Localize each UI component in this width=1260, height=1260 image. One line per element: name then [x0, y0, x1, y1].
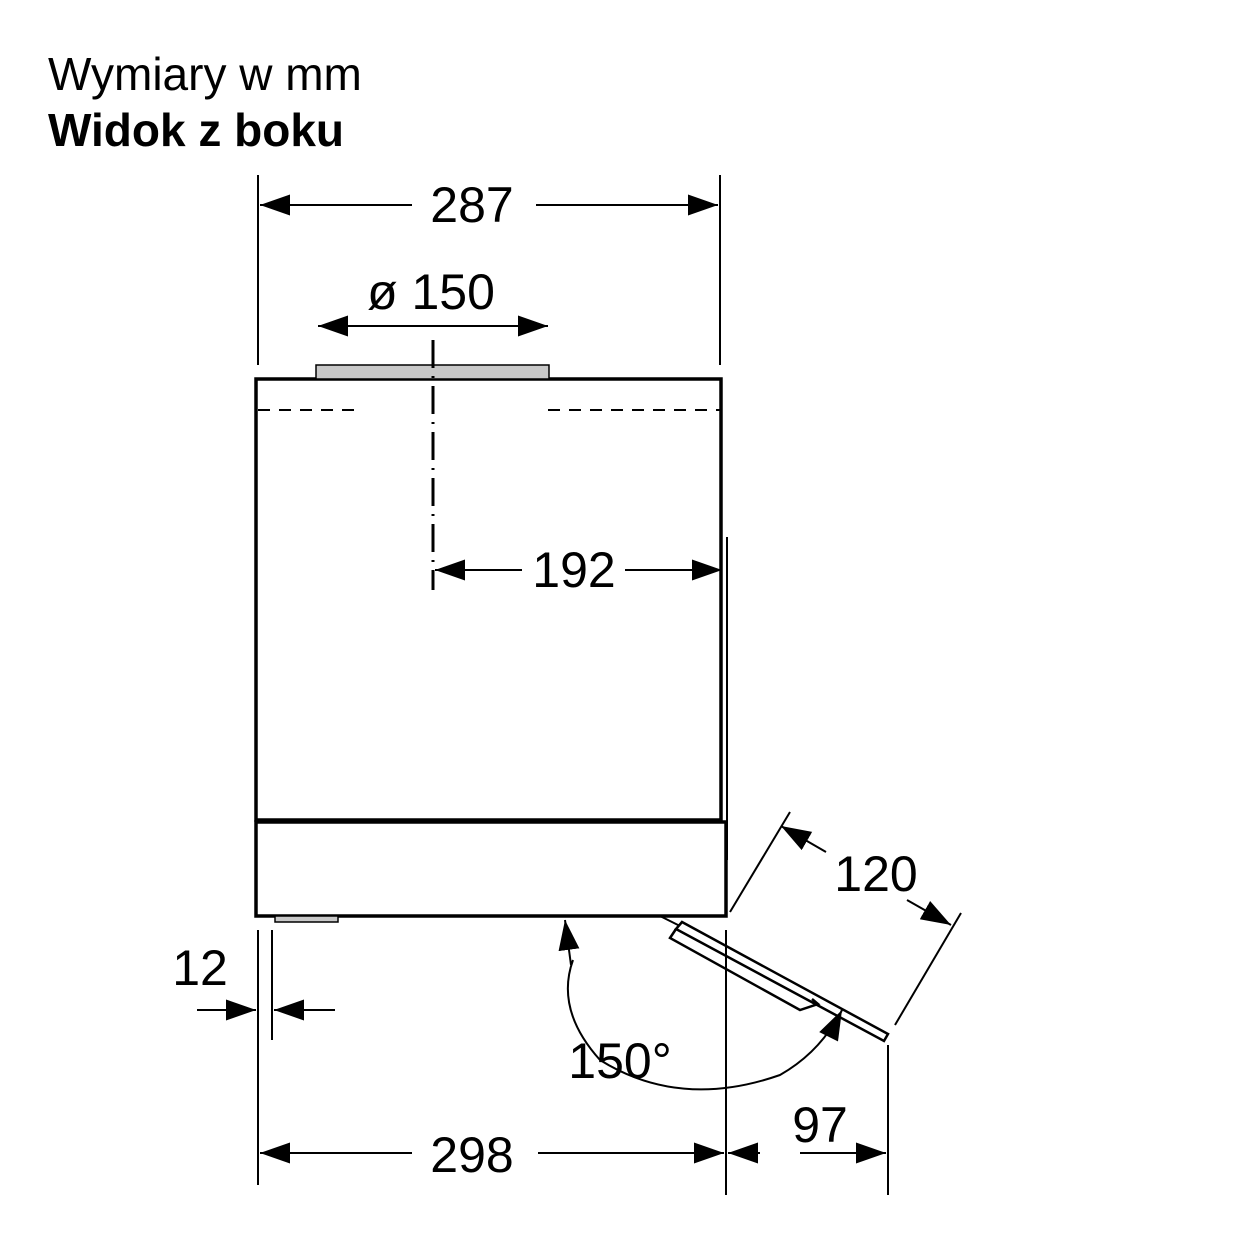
hood-lower-body — [254, 820, 728, 918]
hood-upper-body — [254, 377, 723, 822]
dim-97: 97 — [792, 1097, 848, 1153]
hood-body — [254, 340, 728, 923]
dim-diameter-150: ø 150 — [367, 264, 495, 320]
dimension-lines — [197, 175, 962, 1195]
view-title: Widok z boku — [48, 104, 344, 156]
dim-angle-150: 150° — [568, 1033, 671, 1089]
dim-192: 192 — [532, 542, 615, 598]
dim-12: 12 — [172, 940, 228, 996]
flap — [659, 915, 890, 1043]
dim-120: 120 — [834, 846, 917, 902]
dim-298: 298 — [430, 1127, 513, 1183]
dim-287: 287 — [430, 177, 513, 233]
units-label: Wymiary w mm — [48, 48, 362, 100]
foot — [274, 915, 339, 923]
